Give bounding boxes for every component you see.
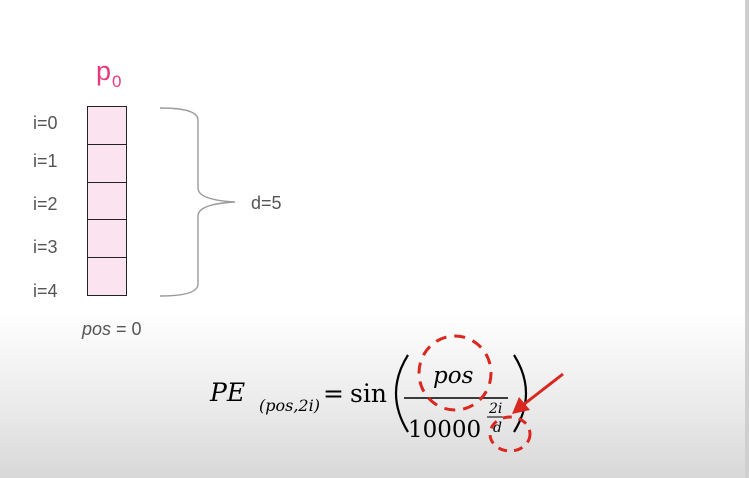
vector-cell-3 — [88, 220, 126, 259]
vector-title-main: p — [96, 56, 112, 86]
index-label-0: i=0 — [33, 113, 58, 133]
annotation-circle-d — [488, 415, 532, 453]
vector-title: p0 — [96, 56, 122, 91]
vector-title-subscript: 0 — [112, 72, 122, 91]
right-parenthesis — [513, 354, 528, 433]
formula-exponent-numerator: 2i — [488, 401, 502, 417]
annotation-arrow-line — [522, 372, 564, 407]
position-variable: pos — [82, 319, 112, 339]
vector-cell-0 — [88, 107, 126, 145]
vector-cell-2 — [88, 183, 126, 221]
annotation-arrow-head — [512, 397, 530, 414]
left-parenthesis — [394, 354, 409, 433]
vector-cell-1 — [88, 145, 126, 183]
formula-numerator: pos — [433, 363, 474, 389]
annotation-circle-pos — [417, 334, 493, 412]
index-label-2: i=2 — [33, 194, 58, 214]
window-edge — [745, 0, 749, 478]
formula-denominator-base: 10000 — [408, 417, 481, 443]
dimension-label: d=5 — [251, 193, 282, 213]
embedding-vector — [87, 106, 127, 296]
index-label-3: i=3 — [33, 237, 58, 257]
formula-exponent-denominator: d — [493, 420, 502, 436]
formula-equals: = — [323, 379, 344, 408]
curly-brace — [159, 107, 236, 297]
formula-sin: sin — [350, 379, 387, 408]
index-label-4: i=4 — [33, 281, 58, 301]
position-value: = 0 — [111, 319, 142, 339]
formula-lhs: PE — [209, 378, 245, 407]
formula-lhs-subscript: (pos,2i) — [259, 396, 320, 415]
position-label: pos = 0 — [82, 319, 142, 340]
index-label-1: i=1 — [33, 151, 58, 171]
